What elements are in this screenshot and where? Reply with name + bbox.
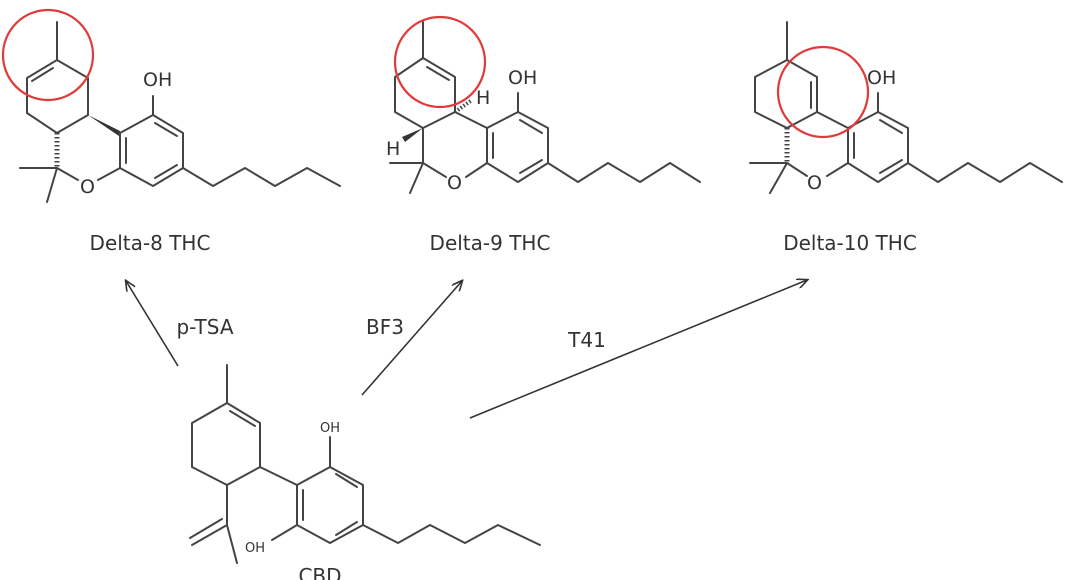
highlight-circle — [776, 45, 870, 139]
hydrogen-label: H — [476, 87, 490, 109]
reagent-ptsa-label: p-TSA — [176, 315, 233, 339]
oxygen-label: O — [80, 176, 95, 198]
hydroxyl-label: OH — [245, 541, 265, 556]
arrow-to-delta9 — [361, 281, 462, 396]
hydroxyl-label: OH — [320, 421, 340, 436]
oxygen-label: O — [807, 172, 822, 194]
arrow-to-delta10 — [469, 280, 807, 419]
highlight-circle — [1, 8, 95, 102]
arrow-to-delta8 — [126, 281, 179, 367]
reagent-t41-label: T41 — [567, 328, 606, 352]
delta8-thc-structure: OH O — [1, 8, 341, 203]
hydroxyl-label: OH — [867, 67, 896, 89]
reagent-bf3-label: BF3 — [366, 315, 404, 339]
delta9-label: Delta-9 THC — [430, 231, 551, 255]
hydroxyl-label: OH — [143, 69, 172, 91]
cbd-label: CBD — [298, 564, 341, 580]
delta10-label: Delta-10 THC — [783, 231, 917, 255]
delta9-thc-structure: OH O H H — [386, 15, 701, 194]
cbd-structure: OH OH — [189, 364, 541, 564]
delta10-thc-structure: OH O — [749, 21, 1063, 194]
delta8-label: Delta-8 THC — [90, 231, 211, 255]
hydrogen-label: H — [386, 138, 400, 160]
highlight-circle — [393, 15, 487, 109]
oxygen-label: O — [447, 172, 462, 194]
hydroxyl-label: OH — [508, 67, 537, 89]
